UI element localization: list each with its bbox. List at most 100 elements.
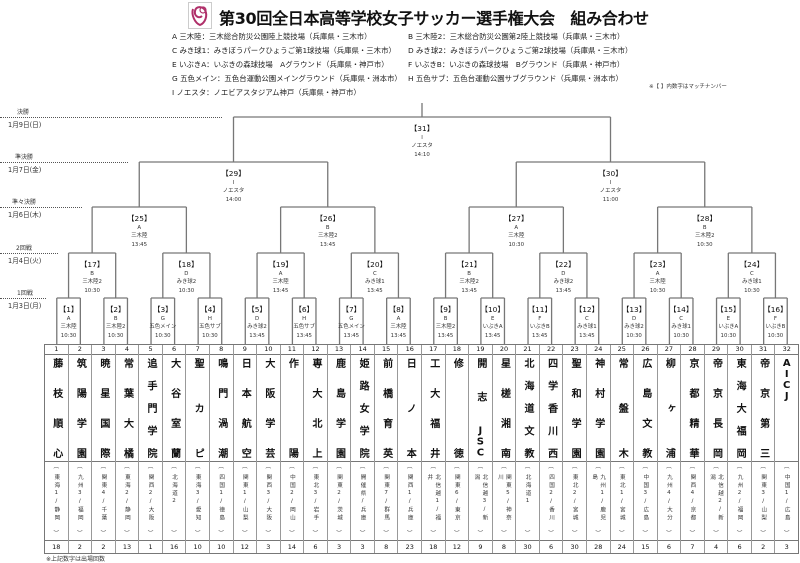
venue-b: B 三木陸2：三木総合防災公園第2陸上競技場（兵庫県・三木市） [408,32,625,41]
team-region-text: 東海1/静岡 [53,474,60,524]
team-table: 1 藤枝順心 ︵ 東海1/静岡 ︶ 18 2 筑陽学園 ︵ 九州3/福岡 ︶ 2… [44,344,799,554]
team-appearances: 6 [737,543,742,551]
match-node: 【25】 A 三木陸 13:45 [109,214,169,249]
team-name: 筑陽学園 [74,358,86,459]
match-node: 【10】 E いぶきA 13:45 [463,305,523,340]
footnote: ※上記数字は出場回数 [46,556,106,563]
team-region-text: 東海3/愛知 [194,474,201,524]
team-column: 29 帝京長岡 ︵ 北信越2/新潟 ︶ 4 [703,345,728,553]
venue-code: A [137,224,142,231]
team-region: ︵ 四国2/香川 ︶ [539,462,563,541]
round-divider [0,298,46,299]
match-time: 10:30 [60,332,77,339]
match-node: 【31】 I ノエスタ 14:10 [392,124,452,159]
team-name: 工大福井 [427,358,439,459]
venue-code: D [184,270,189,277]
team-column: 14 姫路女学院 ︵ 開催県/兵庫 ︶ 3 [350,345,374,553]
team-region-text: 北海道1 [524,474,531,507]
team-region: ︵ 北海道1 ︶ [516,462,539,541]
match-time: 14:00 [225,196,242,203]
team-appearances: 14 [287,543,297,551]
team-region: ︵ 北信越3/新潟 ︶ [469,462,492,541]
match-number: 【29】 [221,169,246,178]
team-slot-number: 11 [280,345,304,355]
team-name: 京都精華 [686,358,698,459]
team-slot-number: 20 [492,345,516,355]
team-appearances: 6 [313,543,318,551]
round-divider [0,117,222,118]
team-name: 藤枝順心 [50,358,62,459]
team-name: 暁星国際 [97,358,109,459]
team-slot-number: 12 [304,345,327,355]
team-region-text: 九州2/福岡 [736,474,743,524]
team-region-text: 関東3/山梨 [760,474,767,524]
match-node: 【19】 A 三木陸 13:45 [251,260,311,295]
team-region: ︵ 東海3/愛知 ︶ [186,462,209,541]
team-name: 帝京第三 [757,358,769,459]
team-name: 広島文教 [639,358,651,459]
team-slot-number: 5 [139,345,162,355]
match-node: 【9】 B 三木陸2 13:45 [416,305,476,340]
team-region-text: 関西3/大阪 [265,474,272,524]
match-number: 【6】 [294,305,314,314]
team-appearances: 10 [193,543,202,551]
venue-name: みき球1 [365,279,385,286]
match-number: 【27】 [504,214,529,223]
round-divider [0,207,82,208]
venue-name: みき球1 [577,324,597,331]
venue-name: 三木陸 [390,324,407,331]
team-slot-number: 25 [610,345,634,355]
venue-code: B [325,224,330,231]
match-node: 【29】 I ノエスタ 14:00 [204,169,264,204]
match-node: 【3】 G 五色メイン 10:30 [133,305,193,340]
venue-name: みき球2 [553,279,574,286]
round-divider [0,162,128,163]
team-name: 聖和学園 [569,358,581,459]
team-slot-number: 13 [327,345,351,355]
match-time: 13:45 [555,287,572,294]
team-region: ︵ 関東1/山梨 ︶ [233,462,257,541]
venue-code: A [514,224,519,231]
team-region-text: 四国2/香川 [548,474,555,524]
team-appearances: 12 [452,543,461,551]
team-name: 聖カピ [192,358,204,459]
team-slot-number: 21 [516,345,539,355]
team-region-text: 関東6/東京 [453,474,460,524]
venue-code: D [254,315,260,322]
team-slot-number: 2 [68,345,92,355]
match-number: 【24】 [739,260,764,269]
team-name: 星槎湘南 [498,358,510,459]
round-date: 1月4日(火) [8,257,42,265]
round-date: 1月9日(日) [8,121,42,129]
match-number: 【3】 [153,305,173,314]
venue-code: E [490,315,495,322]
venue-code: H [302,315,307,322]
venue-name: ノエスタ [222,188,245,195]
match-number: 【16】 [763,305,788,314]
venue-name: みき球1 [742,279,762,286]
match-time: 13:45 [461,287,477,294]
venue-code: I [609,179,612,186]
venue-name: いぶきB [529,324,550,331]
team-region-text: 関東4/千葉 [100,474,107,524]
match-node: 【16】 F いぶきB 10:30 [745,305,800,340]
team-appearances: 30 [523,543,532,551]
match-number: 【13】 [621,305,647,314]
match-time: 10:30 [508,241,525,248]
match-node: 【24】 C みき球1 10:30 [722,260,782,295]
round-label: 準決勝 [15,154,34,161]
team-slot-number: 24 [586,345,610,355]
team-region: ︵ 中国2/岡山 ︶ [280,462,304,541]
team-column: 1 藤枝順心 ︵ 東海1/静岡 ︶ 18 [45,345,68,553]
match-time: 13:45 [532,332,548,339]
team-appearances: 8 [384,543,389,551]
match-number: 【14】 [669,305,694,314]
match-node: 【14】 C みき球1 10:30 [651,305,711,340]
match-number: 【25】 [127,214,152,223]
match-time: 13:45 [484,332,501,339]
match-time: 10:30 [202,332,218,339]
match-time: 10:30 [767,332,784,339]
team-region: ︵ 東北1/宮城 ︶ [610,462,634,541]
team-slot-number: 4 [115,345,139,355]
team-name: 鳴門渦潮 [215,358,227,459]
